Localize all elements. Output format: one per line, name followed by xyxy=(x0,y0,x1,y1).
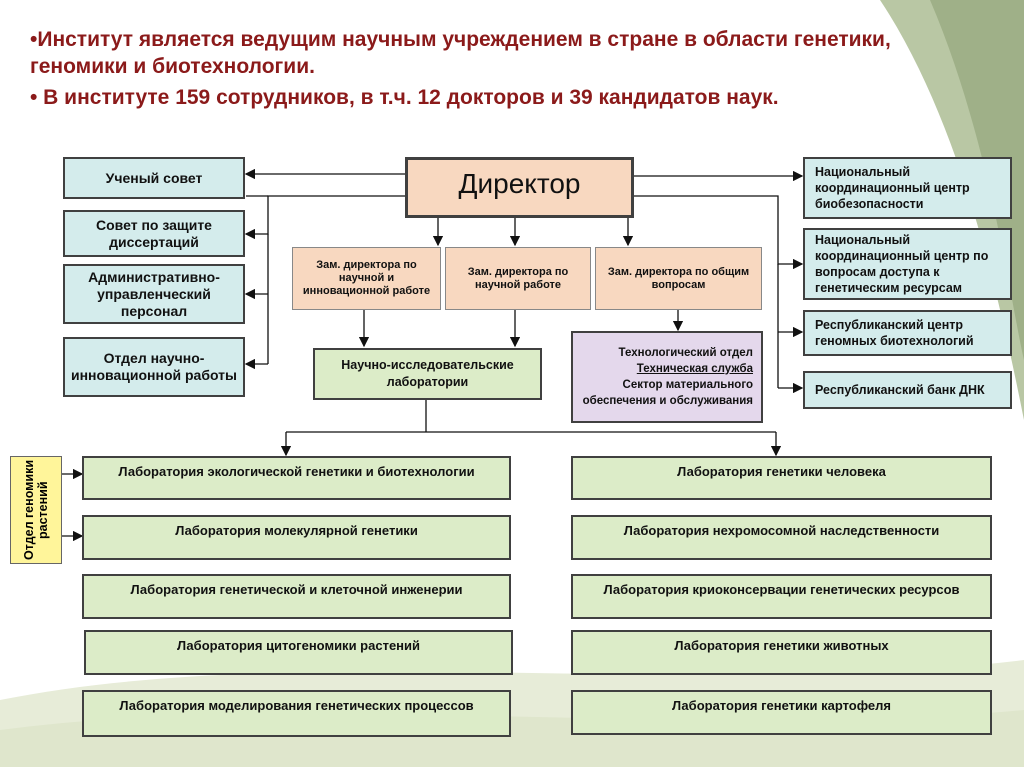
box-technical-services: Технологический отдел Техническая служба… xyxy=(571,331,763,423)
box-biosafety-center: Национальный координационный центр биобе… xyxy=(803,157,1012,219)
tech-service-label: Техническая служба xyxy=(636,363,753,375)
box-dna-bank: Республиканский банк ДНК xyxy=(803,371,1012,409)
lab-genetic-cell-engineering: Лаборатория генетической и клеточной инж… xyxy=(82,574,511,619)
box-director: Директор xyxy=(405,157,634,218)
box-plant-genomics-dept: Отдел геномики растений xyxy=(10,456,62,564)
tech-dept-label: Технологический отдел xyxy=(618,347,753,359)
box-deputy-science: Зам. директора по научной работе xyxy=(445,247,591,310)
lab-ecological-genetics: Лаборатория экологической генетики и био… xyxy=(82,456,511,500)
header-bullet-2: • В институте 159 сотрудников, в т.ч. 12… xyxy=(30,86,779,109)
lab-plant-cytogenomics: Лаборатория цитогеномики растений xyxy=(84,630,513,675)
lab-molecular-genetics: Лаборатория молекулярной генетики xyxy=(82,515,511,560)
header-bullet-1: •Институт является ведущим научным учреж… xyxy=(30,28,891,78)
side-dept-label: Отдел геномики растений xyxy=(22,459,50,561)
lab-potato-genetics: Лаборатория генетики картофеля xyxy=(571,690,992,735)
lab-nonchromosomal-heredity: Лаборатория нехромосомной наследственнос… xyxy=(571,515,992,560)
box-admin-staff: Административно-управленческий персонал xyxy=(63,264,245,324)
box-genomic-biotech-center: Республиканский центр геномных биотехнол… xyxy=(803,310,1012,356)
box-dissertation-council: Совет по защите диссертаций xyxy=(63,210,245,257)
lab-cryopreservation: Лаборатория криоконсервации генетических… xyxy=(571,574,992,619)
box-deputy-general: Зам. директора по общим вопросам xyxy=(595,247,762,310)
supply-sector-label: Сектор материального обеспечения и обслу… xyxy=(582,379,753,407)
lab-human-genetics: Лаборатория генетики человека xyxy=(571,456,992,500)
box-genetic-resources-center: Национальный координационный центр по во… xyxy=(803,228,1012,300)
header-bullets: •Институт является ведущим научным учреж… xyxy=(30,26,990,111)
lab-genetic-modelling: Лаборатория моделирования генетических п… xyxy=(82,690,511,737)
box-academic-council: Ученый совет xyxy=(63,157,245,199)
box-innovation-dept: Отдел научно-инновационной работы xyxy=(63,337,245,397)
lab-animal-genetics: Лаборатория генетики животных xyxy=(571,630,992,675)
box-deputy-science-innovation: Зам. директора по научной и инновационно… xyxy=(292,247,441,310)
box-research-laboratories: Научно-исследовательские лаборатории xyxy=(313,348,542,400)
